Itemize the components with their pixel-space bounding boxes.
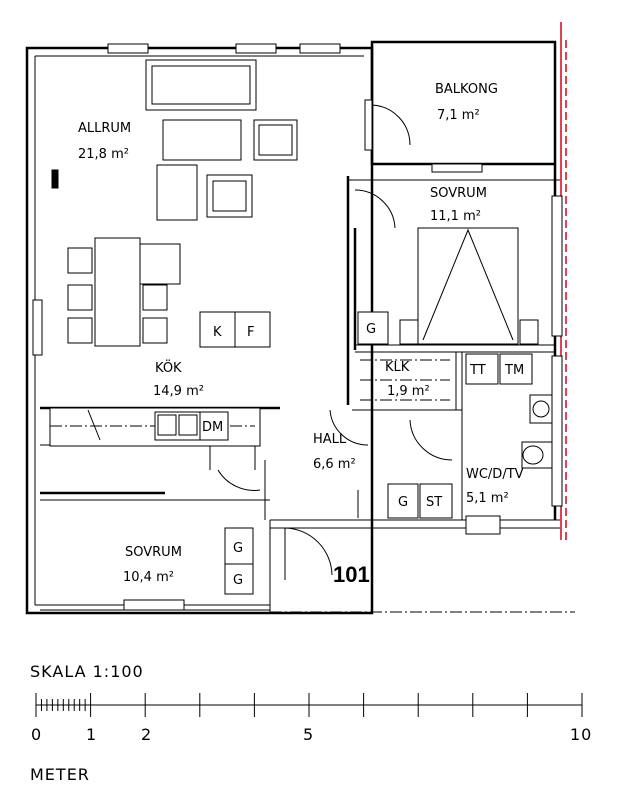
- scale-unit: METER: [30, 765, 90, 784]
- room-labels: ALLRUM 21,8 m² BALKONG 7,1 m² SOVRUM 11,…: [78, 82, 524, 585]
- closet-shelving: [360, 359, 450, 401]
- bathroom-fixtures: TT TM: [465, 353, 553, 535]
- wc-area: 5,1 m²: [466, 491, 509, 506]
- bedroom-1-furniture: G: [357, 227, 539, 345]
- hall-wardrobe-label: G: [398, 495, 408, 510]
- windows: [32, 43, 563, 611]
- doors: [217, 99, 453, 580]
- bedroom-2-fixtures: G G: [224, 527, 254, 595]
- scale-tick-5: 5: [303, 725, 314, 744]
- hall-fixtures: G ST: [357, 483, 453, 519]
- sovrum-1-name: SOVRUM: [430, 186, 487, 201]
- sovrum-2-name: SOVRUM: [125, 545, 182, 560]
- hall-name: HALL: [313, 432, 347, 447]
- sovrum-2-area: 10,4 m²: [123, 570, 174, 585]
- freezer-label: F: [247, 325, 254, 340]
- allrum-area: 21,8 m²: [78, 147, 129, 162]
- washer-label: TM: [504, 363, 524, 378]
- klk-area: 1,9 m²: [387, 384, 430, 399]
- balkong-name: BALKONG: [435, 82, 498, 97]
- scale-tick-10: 10: [570, 725, 592, 744]
- balkong-area: 7,1 m²: [437, 108, 480, 123]
- wc-name: WC/D/TV: [466, 467, 524, 482]
- wardrobe-label-bedroom-1: G: [366, 322, 376, 337]
- scale-bar: SKALA 1:100 0 1 2 5 10 METER: [30, 662, 592, 784]
- hall-cabinet-label: ST: [426, 495, 442, 510]
- klk-name: KLK: [385, 360, 410, 375]
- sovrum-1-area: 11,1 m²: [430, 209, 481, 224]
- kok-name: KÖK: [155, 359, 182, 376]
- allrum-name: ALLRUM: [78, 121, 131, 136]
- scale-title: SKALA 1:100: [30, 662, 144, 681]
- dryer-label: TT: [469, 363, 486, 378]
- kitchen-fixtures: K F DM: [49, 311, 271, 447]
- apartment-number: 101: [333, 562, 370, 587]
- fridge-label: K: [213, 325, 222, 340]
- wardrobe-label-bedroom-2b: G: [233, 573, 243, 588]
- dishwasher-label: DM: [202, 420, 223, 435]
- scale-tick-1: 1: [86, 725, 97, 744]
- scale-ticks: [35, 693, 583, 717]
- scale-tick-2: 2: [141, 725, 152, 744]
- hall-area: 6,6 m²: [313, 457, 356, 472]
- scale-tick-0: 0: [31, 725, 42, 744]
- living-room-furniture: [67, 59, 298, 347]
- wardrobe-label-bedroom-2a: G: [233, 541, 243, 556]
- kok-area: 14,9 m²: [153, 384, 204, 399]
